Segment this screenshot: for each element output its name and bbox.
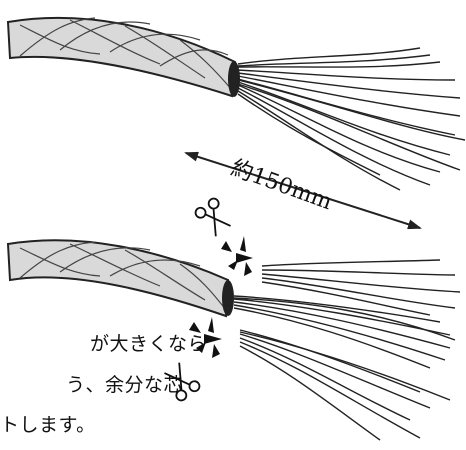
scissors-icon <box>164 362 201 402</box>
top-cable <box>6 16 466 191</box>
cut-spark-icon <box>189 317 222 358</box>
measurement-arrow <box>184 151 422 230</box>
caption-line-2: う、余分な芯 <box>66 374 184 396</box>
bottom-cable-sheath <box>6 239 230 318</box>
cut-strands-upper <box>261 259 461 316</box>
bottom-cable-end <box>222 280 234 316</box>
top-cable-strands <box>237 47 466 191</box>
remaining-strands <box>233 295 456 369</box>
caption-line-1: が大きくなら <box>90 333 208 355</box>
cut-strands-lower <box>239 329 451 441</box>
bottom-cable <box>6 239 461 441</box>
top-cable-sheath <box>6 16 237 98</box>
scissors-icon <box>194 197 231 237</box>
top-cable-end <box>228 61 240 97</box>
caption-line-3: トします。 <box>0 414 96 436</box>
cut-spark-icon <box>221 236 253 276</box>
